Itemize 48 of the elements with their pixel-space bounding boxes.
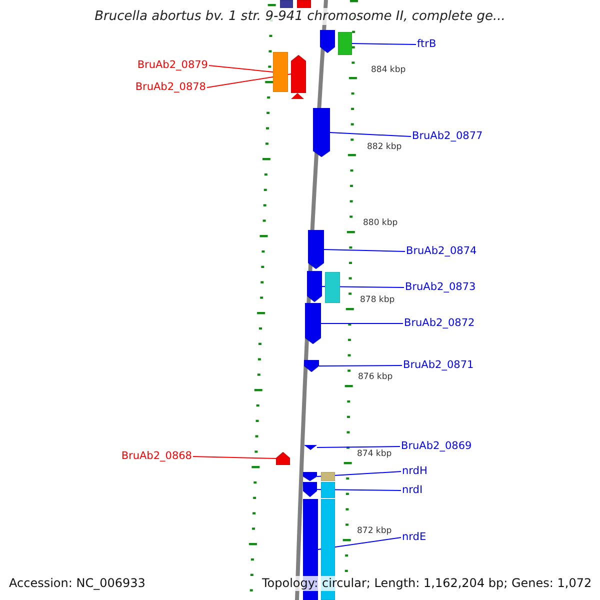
gene-label: BruAb2_0878 xyxy=(134,81,207,94)
gene-label: nrdI xyxy=(401,484,424,497)
scale-label: 874 kbp xyxy=(357,449,392,460)
gene-label: BruAb2_0873 xyxy=(404,281,477,294)
scale-label: 876 kbp xyxy=(358,372,393,383)
gene-label: ftrB xyxy=(416,38,438,51)
gene-label: BruAb2_0874 xyxy=(405,245,478,258)
leader-line xyxy=(316,471,402,477)
leader-line xyxy=(316,489,402,491)
gene-feature xyxy=(320,30,335,53)
gene-feature xyxy=(305,303,321,344)
leader-line xyxy=(318,365,402,366)
scale-label: 880 kbp xyxy=(363,218,398,229)
gene-feature xyxy=(303,482,317,497)
gene-feature xyxy=(303,472,317,481)
leader-line xyxy=(208,65,274,72)
scale-label: 884 kbp xyxy=(371,65,406,76)
gene-label: BruAb2_0869 xyxy=(400,440,473,453)
gene-feature xyxy=(313,108,330,157)
scale-label: 882 kbp xyxy=(367,142,402,153)
gene-marker xyxy=(304,445,317,450)
gene-label: BruAb2_0877 xyxy=(411,130,484,143)
title: Brucella abortus bv. 1 str. 9-941 chromosome II, complete ge... xyxy=(94,8,506,25)
scale-label: 878 kbp xyxy=(360,295,395,306)
footer-text: Topology: circular; Length: 1,162,204 bp; Genes: 1,072 xyxy=(262,576,592,591)
leader-line xyxy=(352,43,416,45)
gene-feature xyxy=(304,360,319,372)
gene-feature xyxy=(276,452,290,465)
gene-feature xyxy=(308,230,324,269)
gene-label: BruAb2_0868 xyxy=(120,450,193,463)
gene-box xyxy=(321,472,335,481)
gene-feature xyxy=(307,271,322,302)
gene-label: BruAb2_0872 xyxy=(403,317,476,330)
leader-line xyxy=(320,323,404,324)
gene-label: nrdE xyxy=(401,531,428,544)
leader-line xyxy=(192,456,276,459)
footer-text: Accession: NC_006933 xyxy=(9,576,146,591)
gene-box xyxy=(325,272,340,303)
gene-label: nrdH xyxy=(401,465,428,478)
leader-line xyxy=(316,446,400,448)
gene-label: BruAb2_0871 xyxy=(402,359,475,372)
gene-label: BruAb2_0879 xyxy=(136,59,209,72)
leader-line xyxy=(330,132,412,137)
gene-box xyxy=(338,32,352,55)
scale-label: 872 kbp xyxy=(357,526,392,537)
leader-line xyxy=(324,249,406,252)
gene-box xyxy=(273,52,288,92)
gene-box xyxy=(321,482,335,498)
